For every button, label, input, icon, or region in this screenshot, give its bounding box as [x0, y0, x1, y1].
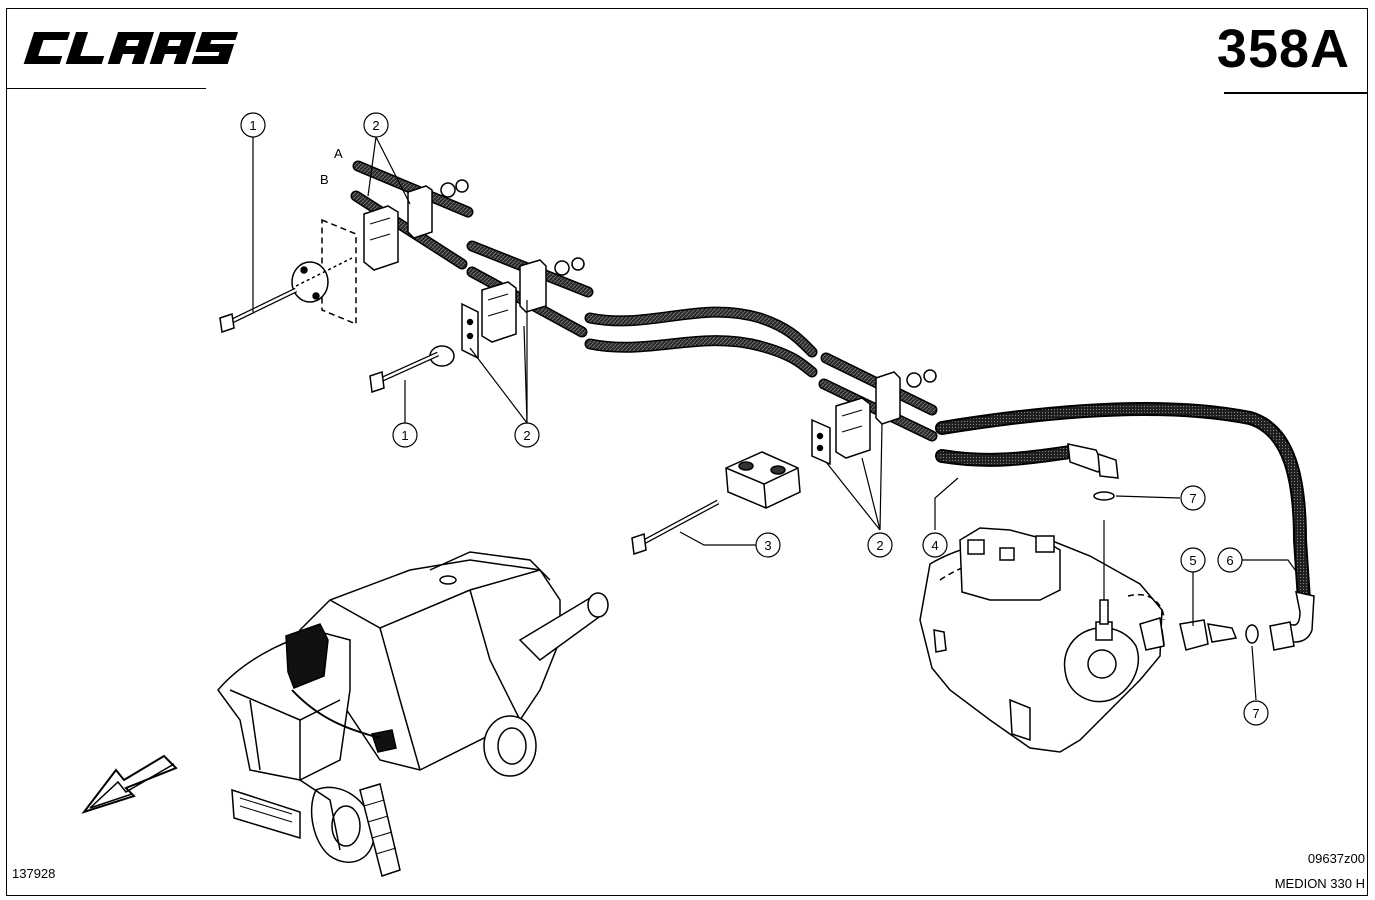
callout-1b: 1 [392, 422, 418, 448]
callout-label: 1 [249, 118, 256, 133]
callout-3: 3 [755, 532, 781, 558]
callout-label: 7 [1189, 491, 1196, 506]
drawing-code: 09637z00 [1307, 851, 1365, 866]
callout-6: 6 [1217, 547, 1243, 573]
hose-line-a [352, 160, 1311, 607]
clamp-block-3 [631, 451, 801, 556]
callout-2a: 2 [363, 112, 389, 138]
callout-label: 5 [1189, 553, 1196, 568]
callout-label: 6 [1226, 553, 1233, 568]
sheet-number: 358A [1216, 19, 1350, 79]
callout-7a: 7 [1180, 485, 1206, 511]
callouts: 1 2 1 2 3 2 4 7 5 6 7 [240, 112, 1269, 726]
callout-label: 7 [1252, 706, 1259, 721]
clamp-group-1 [219, 179, 469, 333]
callout-2c: 2 [867, 532, 893, 558]
hose-right-fittings [1149, 591, 1315, 651]
callout-5: 5 [1180, 547, 1206, 573]
drawing-frame [6, 8, 1368, 896]
callout-7b: 7 [1243, 700, 1269, 726]
callout-label: 4 [931, 538, 938, 553]
callout-2b: 2 [514, 422, 540, 448]
callout-label: 2 [372, 118, 379, 133]
hose-end-fitting [1067, 443, 1119, 501]
model-name: MEDION 330 H [1274, 876, 1365, 891]
callout-label: 1 [401, 428, 408, 443]
direction-arrow [81, 754, 178, 814]
header-rule [6, 88, 206, 89]
clamp-group-2 [369, 257, 585, 394]
callout-1a: 1 [240, 112, 266, 138]
hydraulic-pump [919, 520, 1165, 753]
callout-label: 3 [764, 538, 771, 553]
claas-logo [23, 32, 238, 64]
callout-4: 4 [922, 532, 948, 558]
callout-label: 2 [523, 428, 530, 443]
clamp-group-3 [811, 369, 937, 466]
sheet-number-rule [1224, 92, 1368, 94]
combine-harvester [217, 551, 609, 877]
leader-lines [252, 136, 1299, 701]
image-number: 137928 [12, 866, 56, 881]
line-label-a: A [334, 146, 343, 161]
line-label-b: B [320, 172, 329, 187]
callout-label: 2 [876, 538, 883, 553]
